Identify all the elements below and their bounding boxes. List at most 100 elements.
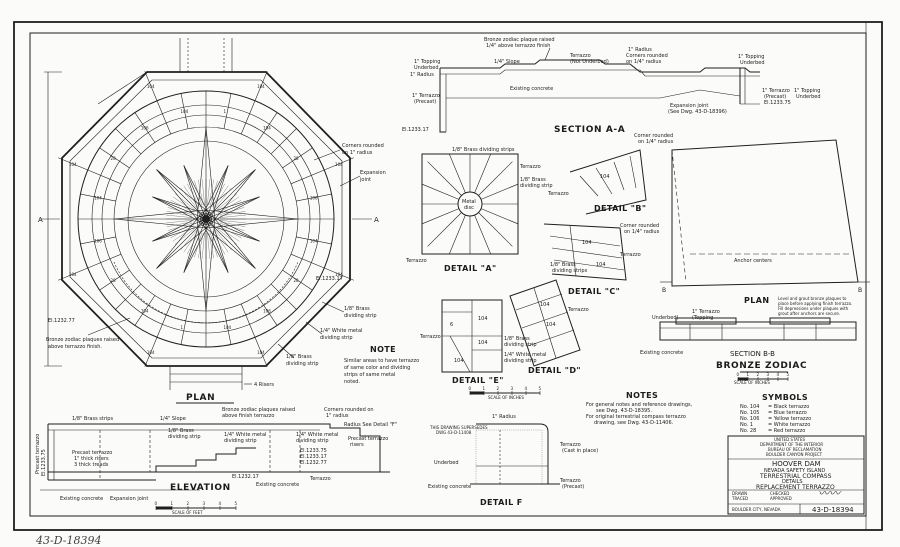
plan-label-corners-1: Corners rounded [342,143,384,149]
zodiac-note-1: Level and grout bronze plaques to [778,296,847,301]
compass-area-number: 28 [293,278,299,283]
compass-area-number: 104 [141,308,149,313]
detail-a-brass: 1/8" Brass dividing strips [452,147,515,153]
notes-line-4: drawing, see Dwg. 43-D-11406. [594,420,674,426]
symbols-title: SYMBOLS [762,393,808,402]
compass-spoke [80,236,116,245]
compass-spoke [99,269,130,291]
compass-spoke [240,100,256,135]
detail-d-terrazzo: Terrazzo [567,307,589,313]
zodiac-main-title: BRONZE ZODIAC [716,361,807,371]
plan-label-expansion-1: Expansion [360,170,386,176]
compass-spoke [256,295,278,326]
detail-f-title: DETAIL F [480,498,523,507]
elev-plaques-2: above finish terrazzo [222,413,274,419]
bronze-zodiac: Anchor centers B B PLAN Level and grout … [660,139,870,316]
compass-spoke [156,303,172,338]
compass-star-point [152,213,209,242]
svg-text:1: 1 [747,372,750,377]
compass-spoke [156,100,172,135]
compass-spoke [115,128,142,155]
elev-white-metal-2: dividing strip [224,438,257,444]
compass-area-number: 104 [181,109,189,114]
compass-spoke [87,169,122,185]
saa-radius-2: 1" Radius [628,47,652,53]
svg-text:104: 104 [478,340,488,346]
detail-e: 6 104 104 104 Terrazzo 1/8" Brass dividi… [419,299,546,385]
detail-a-disc-1: Metal [462,199,476,205]
details-scale-label: SCALE OF INCHES [488,395,524,400]
plan-label-brass-a-2: dividing strip [344,313,377,319]
symbol-code: No. 28 [740,428,756,434]
detail-f-cast-1: Terrazzo [559,442,581,448]
tb-line1: UNITED STATES [774,437,805,442]
detail-f-cast-2: (Cast in place) [562,448,598,454]
compass-octagon-inner [69,79,343,359]
detail-b-title: DETAIL "B" [594,204,646,213]
compass-spoke [134,295,156,326]
symbol-desc: = Blue terrazzo [768,410,807,416]
elev-precast-right-1: Precast terrazzo [348,436,388,442]
elev-elev-2: El.1233.17 [300,454,327,460]
detail-d-title: DETAIL "D" [528,366,581,375]
detail-a-title: DETAIL "A" [444,264,497,273]
compass-area-number: 28 [111,278,117,283]
plan-label-elev-a: El.1232.77 [48,318,75,324]
compass-star-point [200,165,229,222]
compass-star-point [152,196,209,225]
svg-text:3: 3 [511,386,514,391]
symbol-desc: = Black terrazzo [768,404,809,410]
compass-spoke [270,128,297,155]
elevation: 1/8" Brass strips 1/4" Slope Bronze zodi… [35,407,397,515]
svg-text:104: 104 [540,302,550,308]
compass-area-number: 106 [141,126,149,131]
elev-elev-3: El.1232.77 [300,460,327,466]
tb-signature: 〰〰 [818,487,842,500]
plan-leaders: Bronze zodiac plaques raised above terra… [46,143,386,388]
notes-line-2: see Dwg. 43-D-18395. [596,408,652,414]
compass-spoke [282,269,313,291]
compass-area-number: 1 [223,109,226,114]
octagon-area-number: 104 [147,84,155,89]
tb-line3: BUREAU OF RECLAMATION [768,447,821,452]
detail-f-precast-1: Terrazzo [559,478,581,484]
saa-elevation: El.1233.17 [402,127,429,133]
elev-precast-left-2: 1" thick risers [74,456,109,462]
detail-c-brass-2: dividing strips [552,268,588,274]
compass-star [113,126,299,312]
plan-note: NOTE Similar areas to have terrazzo of s… [344,345,419,385]
zodiac-anchor-centers: Anchor centers [734,258,772,264]
compass-area-number: 28 [111,156,117,161]
plan-label-corners-2: on 1" radius [342,150,373,156]
zodiac-note-3: Fill depressions under plaques with [778,306,849,311]
compass-spoke [134,112,156,143]
tb-sub4: REPLACEMENT TERRAZZO [756,484,835,491]
saa-existing: Existing concrete [510,86,553,92]
octagon-radial [254,337,268,367]
detail-c-title: DETAIL "C" [568,287,620,296]
detail-f-radius: 1" Radius [492,414,516,420]
compass-star-point [183,216,212,273]
note-line-3: strips of same metal [344,372,395,378]
detail-e-terrazzo: Terrazzo [419,334,441,340]
compass-spoke [99,147,130,169]
octagon-area-number: 104 [335,162,343,167]
saa-terrazzo-left-2: (Precast) [414,99,436,105]
saa-radius: 1" Radius [410,72,434,78]
saa-right-precast-1: 1" Terrazzo [762,88,790,94]
detail-c: 104 104 Corner rounded on 1/4" radius 1/… [543,223,660,296]
plan-label-white-metal-1: 1/4" White metal [320,328,362,334]
saa-topping-1: 1" Topping [414,59,440,65]
saa-right-topping-alt-2: Underbed [796,94,821,100]
elev-vertical-precast: Precast terrazzo [35,434,41,474]
detail-f: 1" Radius Terrazzo (Cast in place) Under… [428,414,598,507]
saa-right-precast-2: (Precast) [764,94,786,100]
tb-line2: DEPARTMENT OF THE INTERIOR [760,442,823,447]
zodiac-note-4: grout after anchors are secure. [778,311,840,316]
compass-star-point [200,216,229,273]
compass-spoke [223,309,232,345]
detail-c-brass-1: 1/8" Brass [550,262,576,268]
